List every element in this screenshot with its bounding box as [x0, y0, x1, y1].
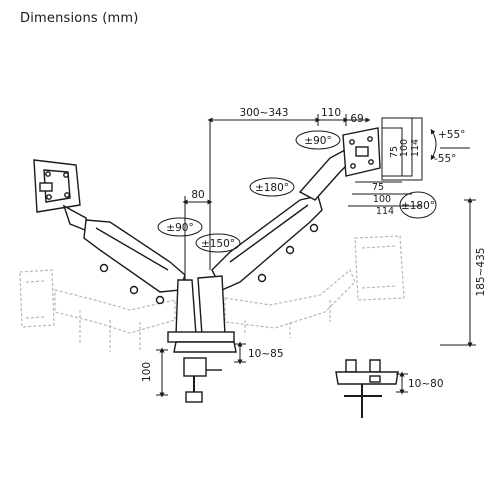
label-upper-arm: ±180°: [255, 182, 289, 194]
vesa-75-vertical: 75: [389, 146, 400, 158]
left-arm: [62, 204, 186, 305]
ghost-arms: [19, 235, 405, 352]
vesa-114-horizontal: 114: [376, 206, 394, 217]
vesa-labels: 75 100 114 75 100 114: [372, 139, 421, 217]
label-top-swivel: ±90°: [304, 135, 331, 147]
center-pole: [167, 275, 235, 343]
label-top-small: 69: [350, 113, 363, 125]
dimension-labels: 300~343 110 69 80 185~435 10~85 10~80 10…: [141, 107, 487, 390]
right-vesa-plate: [342, 127, 381, 177]
label-arm-span: 300~343: [240, 107, 289, 119]
label-height-range: 185~435: [475, 248, 487, 297]
dimension-lines: [156, 114, 476, 398]
grommet-mount: [335, 359, 399, 418]
vesa-114-vertical: 114: [410, 139, 421, 157]
label-grommet-range: 10~80: [408, 378, 444, 390]
label-pole-offset: 80: [191, 189, 204, 201]
label-clamp-range: 10~85: [248, 348, 284, 360]
rotation-arcs: [157, 128, 437, 253]
vesa-100-horizontal: 100: [373, 194, 391, 205]
left-vesa-plate: [33, 159, 81, 213]
right-arm: [211, 149, 353, 291]
label-tilt-down: -55°: [434, 153, 456, 165]
label-top-offset: 110: [321, 107, 341, 119]
label-left-swivel: ±90°: [166, 222, 193, 234]
label-screen-rotate: ±180°: [401, 200, 435, 212]
desk-clamp: [173, 341, 237, 403]
vesa-75-horizontal: 75: [372, 182, 384, 193]
label-base-swivel: ±150°: [201, 238, 235, 250]
diagram-title: Dimensions (mm): [20, 11, 139, 26]
vesa-outline: [348, 117, 423, 207]
vesa-100-vertical: 100: [399, 139, 410, 157]
label-clamp-height: 100: [141, 362, 153, 382]
label-tilt-up: +55°: [438, 129, 465, 141]
